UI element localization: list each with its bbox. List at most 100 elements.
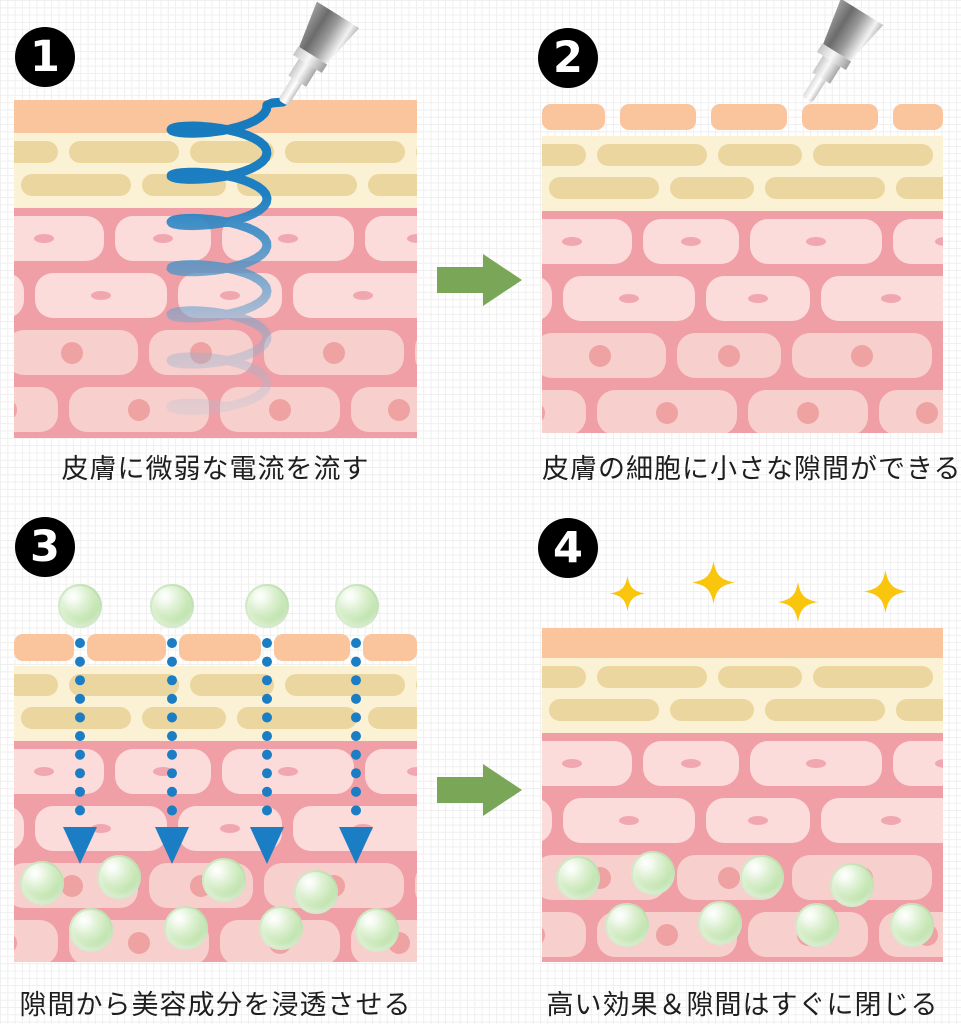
skin-illustration	[542, 104, 943, 433]
cell-nucleus	[681, 759, 701, 768]
epidermis-brick	[718, 666, 802, 688]
cell-nucleus	[562, 237, 582, 246]
cell-nucleus	[153, 767, 173, 776]
cell-nucleus	[935, 237, 943, 246]
serum-bubble-icon	[605, 903, 649, 947]
skin-cell	[542, 798, 552, 843]
skin-cell	[706, 798, 810, 843]
step-caption: 隙間から美容成分を浸透させる	[19, 990, 412, 1021]
epidermis-brick	[285, 141, 405, 163]
skin-cell	[542, 390, 586, 433]
epidermis-brick	[718, 144, 802, 166]
cell-nucleus	[748, 294, 768, 303]
skin-cell	[563, 276, 695, 321]
serum-bubble-icon	[245, 584, 289, 628]
cell-nucleus	[407, 767, 417, 776]
surface-gap-segment	[710, 104, 787, 130]
skin-cell	[14, 920, 58, 962]
cell-nucleus	[881, 816, 901, 825]
skin-cell	[351, 387, 417, 432]
epidermis-brick	[190, 141, 274, 163]
epidermis-brick	[14, 674, 58, 696]
serum-bubble-icon	[740, 855, 784, 899]
cell-nucleus	[916, 402, 938, 424]
serum-bubble-icon	[556, 856, 600, 900]
cell-nucleus	[619, 294, 639, 303]
cell-nucleus	[681, 237, 701, 246]
skin-cell	[542, 741, 632, 786]
cell-nucleus	[589, 345, 611, 367]
skin-cell	[178, 273, 282, 318]
step-caption: 皮膚に微弱な電流を流す	[61, 454, 370, 485]
serum-bubble-icon	[202, 858, 246, 902]
cell-nucleus	[806, 237, 826, 246]
cell-nucleus	[881, 294, 901, 303]
cell-nucleus	[353, 824, 373, 833]
skin-cell	[365, 216, 417, 261]
epidermis-brick	[416, 141, 417, 163]
skin-cell	[14, 806, 24, 851]
cell-nucleus	[61, 875, 83, 897]
skin-cell	[643, 741, 739, 786]
cell-nucleus	[34, 767, 54, 776]
step-number-badge: 1	[15, 27, 75, 87]
epidermis-brick	[368, 174, 417, 196]
epidermis-brick	[237, 707, 357, 729]
cell-nucleus	[718, 867, 740, 889]
skin-cell	[365, 749, 417, 794]
sparkle-icon	[691, 560, 735, 604]
epidermis-brick	[142, 174, 226, 196]
serum-bubble-icon	[890, 903, 934, 947]
skin-cell	[222, 216, 354, 261]
skin-illustration	[14, 634, 417, 962]
epidermis-brick	[542, 144, 586, 166]
epidermis-brick	[765, 699, 885, 721]
skin-cell	[643, 219, 739, 264]
epidermis-brick	[670, 177, 754, 199]
skin-cell	[222, 749, 354, 794]
epidermis-brick	[813, 666, 933, 688]
skin-cell	[893, 219, 943, 264]
skin-cell	[542, 912, 586, 957]
serum-bubble-icon	[58, 584, 102, 628]
cell-nucleus	[34, 234, 54, 243]
serum-bubble-icon	[355, 908, 399, 952]
step-number: 2	[553, 32, 583, 83]
skin-cell	[14, 387, 58, 432]
skin-cell	[115, 216, 211, 261]
skin-cell	[264, 330, 404, 375]
epidermis-brick	[21, 707, 131, 729]
cell-nucleus	[91, 824, 111, 833]
cell-nucleus	[353, 291, 373, 300]
cell-nucleus	[656, 924, 678, 946]
cell-nucleus	[269, 399, 291, 421]
cell-nucleus	[935, 759, 943, 768]
surface-gap-segment	[14, 634, 74, 661]
sparkle-icon	[863, 569, 907, 613]
cell-nucleus	[542, 402, 545, 424]
cell-nucleus	[748, 816, 768, 825]
skin-cell	[792, 333, 932, 378]
cell-nucleus	[562, 759, 582, 768]
epidermis-brick	[14, 141, 58, 163]
skin-cell	[542, 276, 552, 321]
step-number-badge: 3	[15, 517, 75, 577]
epidermis-brick	[549, 699, 659, 721]
cell-nucleus	[851, 345, 873, 367]
step-number: 1	[30, 31, 60, 82]
device-tip	[277, 77, 302, 107]
epidermis-brick	[69, 141, 179, 163]
epidermis-brick	[765, 177, 885, 199]
epidermis-brick	[597, 144, 707, 166]
epidermis-brick	[237, 174, 357, 196]
skin-cell	[293, 806, 417, 851]
serum-bubble-icon	[20, 861, 64, 905]
cell-nucleus	[220, 291, 240, 300]
epidermis-brick	[670, 699, 754, 721]
skin-cell	[415, 863, 417, 908]
skin-cell	[115, 749, 211, 794]
surface-gap-segment	[178, 634, 261, 661]
skin-cell	[293, 273, 417, 318]
cell-nucleus	[91, 291, 111, 300]
surface-gap-segment	[619, 104, 696, 130]
